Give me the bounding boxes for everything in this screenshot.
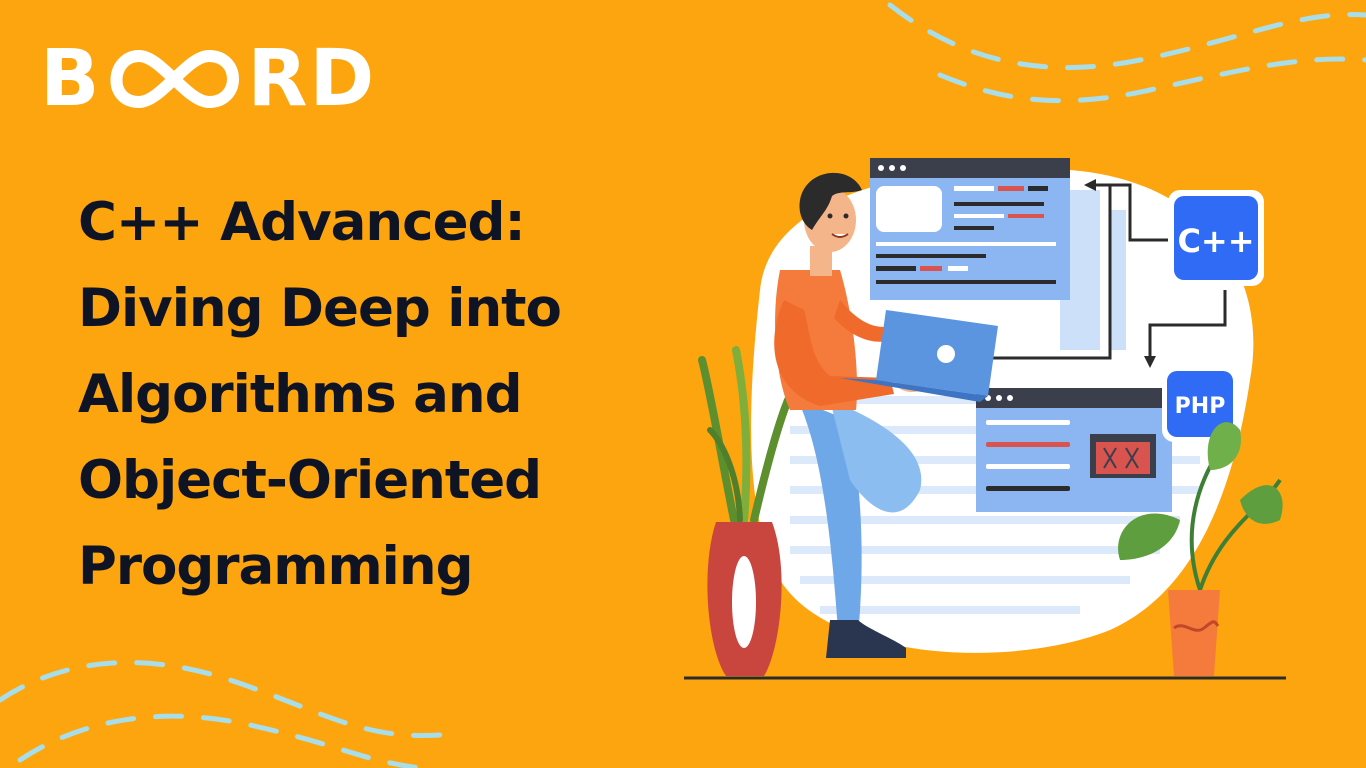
vase-plant-left — [698, 346, 792, 676]
developer-illustration: C++ PHP — [684, 158, 1286, 680]
top-right-dash-2 — [937, 56, 1366, 104]
laptop-icon — [840, 310, 998, 402]
cpp-badge: C++ — [1168, 190, 1264, 286]
logo-letter-end: RD — [247, 34, 377, 124]
code-window-top — [870, 158, 1070, 300]
page-title: C++ Advanced: Diving Deep into Algorithm… — [78, 180, 678, 610]
title-line-4: Object-Oriented — [78, 450, 542, 511]
title-line-3: Algorithms and — [78, 364, 523, 425]
title-line-2: Diving Deep into — [78, 278, 562, 339]
flow-arrows — [980, 179, 1227, 368]
potted-plant-right — [1118, 422, 1283, 676]
cpp-badge-label: C++ — [1177, 222, 1254, 260]
title-line-1: C++ Advanced: — [78, 192, 526, 253]
logo-letter-start: B — [40, 34, 102, 124]
code-window-bottom — [976, 388, 1172, 512]
title-line-5: Programming — [78, 536, 474, 597]
logo-infinity-icon — [111, 49, 240, 109]
brand-logo: B RD — [40, 40, 376, 118]
php-badge-label: PHP — [1175, 394, 1226, 419]
bottom-left-dash-2 — [17, 713, 423, 768]
bottom-left-dash-1 — [0, 660, 443, 739]
top-right-dash-1 — [887, 2, 1366, 71]
php-badge: PHP — [1162, 366, 1238, 442]
